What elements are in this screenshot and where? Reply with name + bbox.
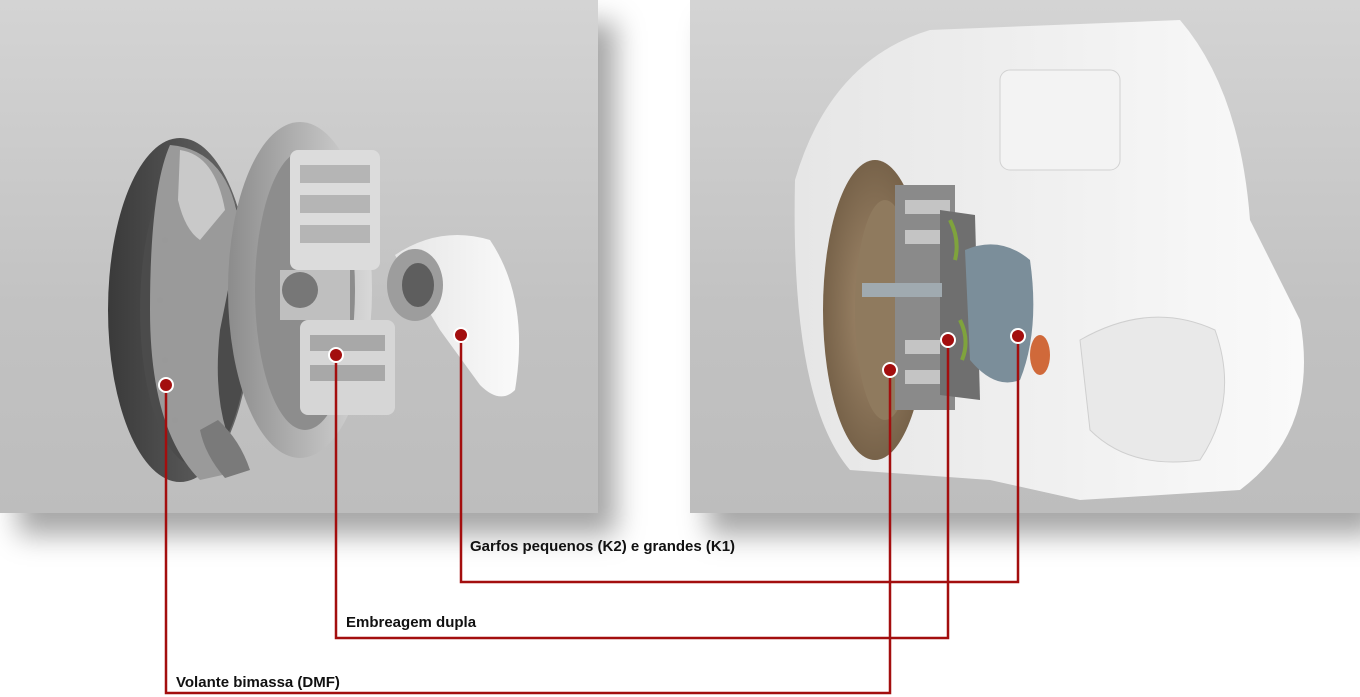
dual-clutch-illustration: [228, 122, 395, 458]
forks-marker-right: [1011, 329, 1025, 343]
flywheel-marker-left: [159, 378, 173, 392]
forks-illustration: [387, 235, 519, 396]
dual-clutch-label: Embreagem dupla: [346, 614, 476, 631]
forks-marker-left: [454, 328, 468, 342]
clutch-marker-right: [941, 333, 955, 347]
flywheel-marker-right: [883, 363, 897, 377]
gearbox-illustration: [795, 20, 1304, 500]
clutch-marker-left: [329, 348, 343, 362]
flywheel-label: Volante bimassa (DMF): [176, 674, 340, 691]
forks-label: Garfos pequenos (K2) e grandes (K1): [470, 538, 735, 555]
